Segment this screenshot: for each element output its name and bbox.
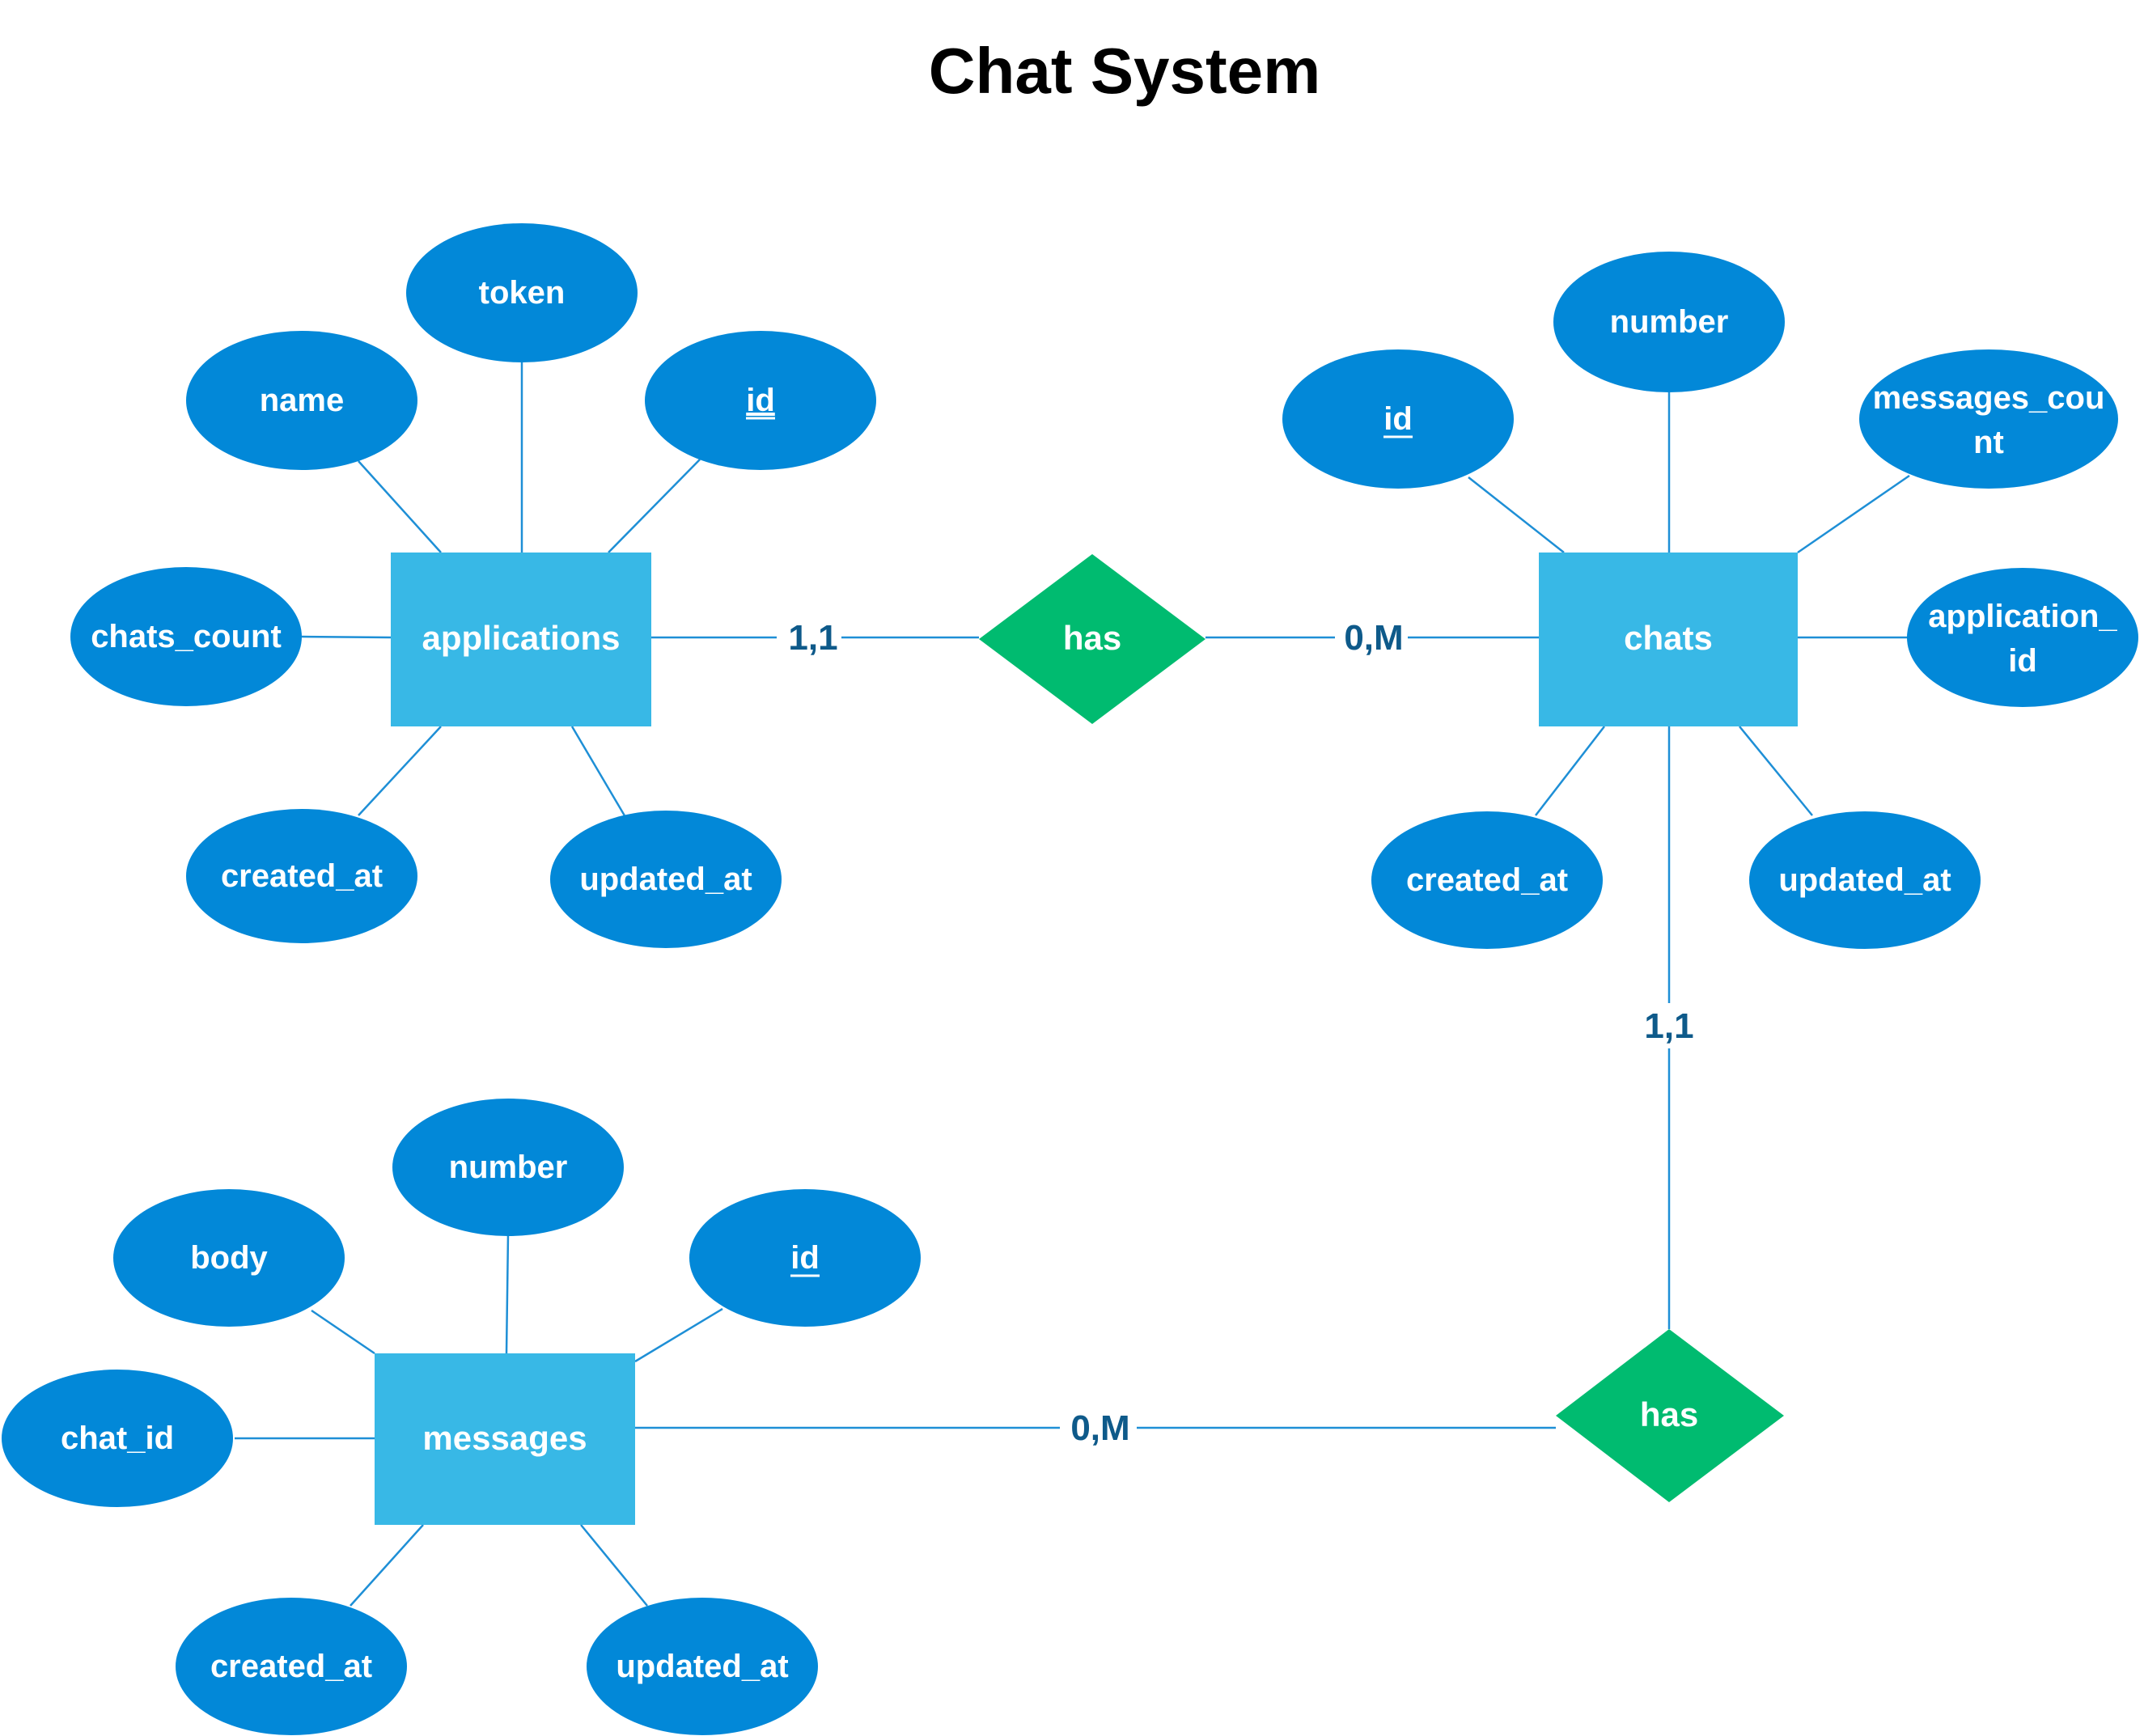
line-chat-msgcount <box>1797 474 1910 554</box>
attribute-label: created_at <box>1406 862 1568 898</box>
entity-chats[interactable]: chats <box>1539 553 1798 726</box>
attribute-label: id <box>790 1240 820 1276</box>
relationship-label: has <box>1640 1395 1698 1433</box>
line-msg-id <box>634 1307 723 1363</box>
cardinality-chats-has: 1,1 <box>1644 1006 1693 1046</box>
cardinality-labels: 1,1 0,M 1,1 0,M <box>777 615 1704 1451</box>
attribute-id-key[interactable]: id <box>689 1189 921 1327</box>
line-app-created <box>358 726 442 816</box>
cardinality-app-has: 1,1 <box>788 618 837 658</box>
line-app-id <box>608 459 701 553</box>
entity-messages-group: number body id chat_id created_at update… <box>2 1099 921 1735</box>
attribute-label: name <box>260 383 345 418</box>
attribute-updated-at[interactable]: updated_at <box>587 1598 818 1735</box>
attribute-name[interactable]: name <box>186 331 417 470</box>
line-msg-body <box>311 1309 375 1355</box>
relationship-label: has <box>1063 619 1121 657</box>
entity-applications-group: token name id chats_count created_at upd… <box>70 223 876 948</box>
attribute-label: created_at <box>221 858 383 894</box>
attribute-label: chat_id <box>61 1421 174 1456</box>
attribute-updated-at[interactable]: updated_at <box>550 811 782 948</box>
attribute-id-key[interactable]: id <box>645 331 876 470</box>
line-msg-created <box>350 1524 424 1607</box>
entity-messages[interactable]: messages <box>375 1353 635 1525</box>
attribute-label: chats_count <box>91 619 282 654</box>
attribute-created-at[interactable]: created_at <box>1371 811 1603 949</box>
attribute-chat-id[interactable]: chat_id <box>2 1370 233 1507</box>
attribute-label: token <box>479 275 566 311</box>
attribute-number[interactable]: number <box>392 1099 624 1236</box>
attribute-label: body <box>190 1240 268 1276</box>
connector-lines <box>235 362 1912 1607</box>
attribute-label: number <box>449 1150 568 1185</box>
attribute-application-id[interactable]: application_ id <box>1907 568 2138 707</box>
entity-label: chats <box>1624 619 1713 657</box>
entity-label: messages <box>422 1419 587 1457</box>
attribute-label: number <box>1610 304 1729 340</box>
entity-chats-group: number id messages_cou nt application_ i… <box>1282 252 2138 949</box>
attribute-label-line2: id <box>2008 643 2037 679</box>
relationship-has-chats-messages[interactable]: has <box>1556 1329 1784 1502</box>
attribute-label: created_at <box>210 1649 372 1684</box>
attribute-label: updated_at <box>1778 862 1951 898</box>
attribute-body[interactable]: body <box>113 1189 345 1327</box>
attribute-number[interactable]: number <box>1553 252 1785 392</box>
attribute-token[interactable]: token <box>406 223 638 362</box>
attribute-created-at[interactable]: created_at <box>186 809 417 943</box>
line-msg-updated <box>580 1524 648 1607</box>
attribute-created-at[interactable]: created_at <box>176 1598 407 1735</box>
line-chat-updated <box>1739 726 1813 816</box>
entity-applications[interactable]: applications <box>391 553 651 726</box>
attribute-label: updated_at <box>579 862 752 897</box>
attribute-label: updated_at <box>616 1649 788 1684</box>
relationship-has-app-chats[interactable]: has <box>979 554 1205 724</box>
line-app-updated <box>570 726 627 818</box>
attribute-label: id <box>1383 401 1413 437</box>
cardinality-has-messages: 0,M <box>1070 1408 1129 1448</box>
line-msg-number <box>505 1233 510 1354</box>
attribute-chats-count[interactable]: chats_count <box>70 567 302 706</box>
attribute-messages-count[interactable]: messages_cou nt <box>1859 349 2118 489</box>
entity-label: applications <box>422 619 620 657</box>
attribute-id-key[interactable]: id <box>1282 349 1514 489</box>
attribute-label-line2: nt <box>1973 425 2004 460</box>
attribute-label-line1: application_ <box>1928 599 2117 634</box>
line-chat-created <box>1535 726 1605 816</box>
line-chat-id <box>1468 476 1565 553</box>
attribute-label-line1: messages_cou <box>1873 380 2105 416</box>
diagram-title: Chat System <box>929 35 1321 107</box>
cardinality-has-chats: 0,M <box>1344 618 1403 658</box>
attribute-updated-at[interactable]: updated_at <box>1749 811 1981 949</box>
line-app-name <box>358 460 442 553</box>
attribute-label: id <box>746 383 775 418</box>
